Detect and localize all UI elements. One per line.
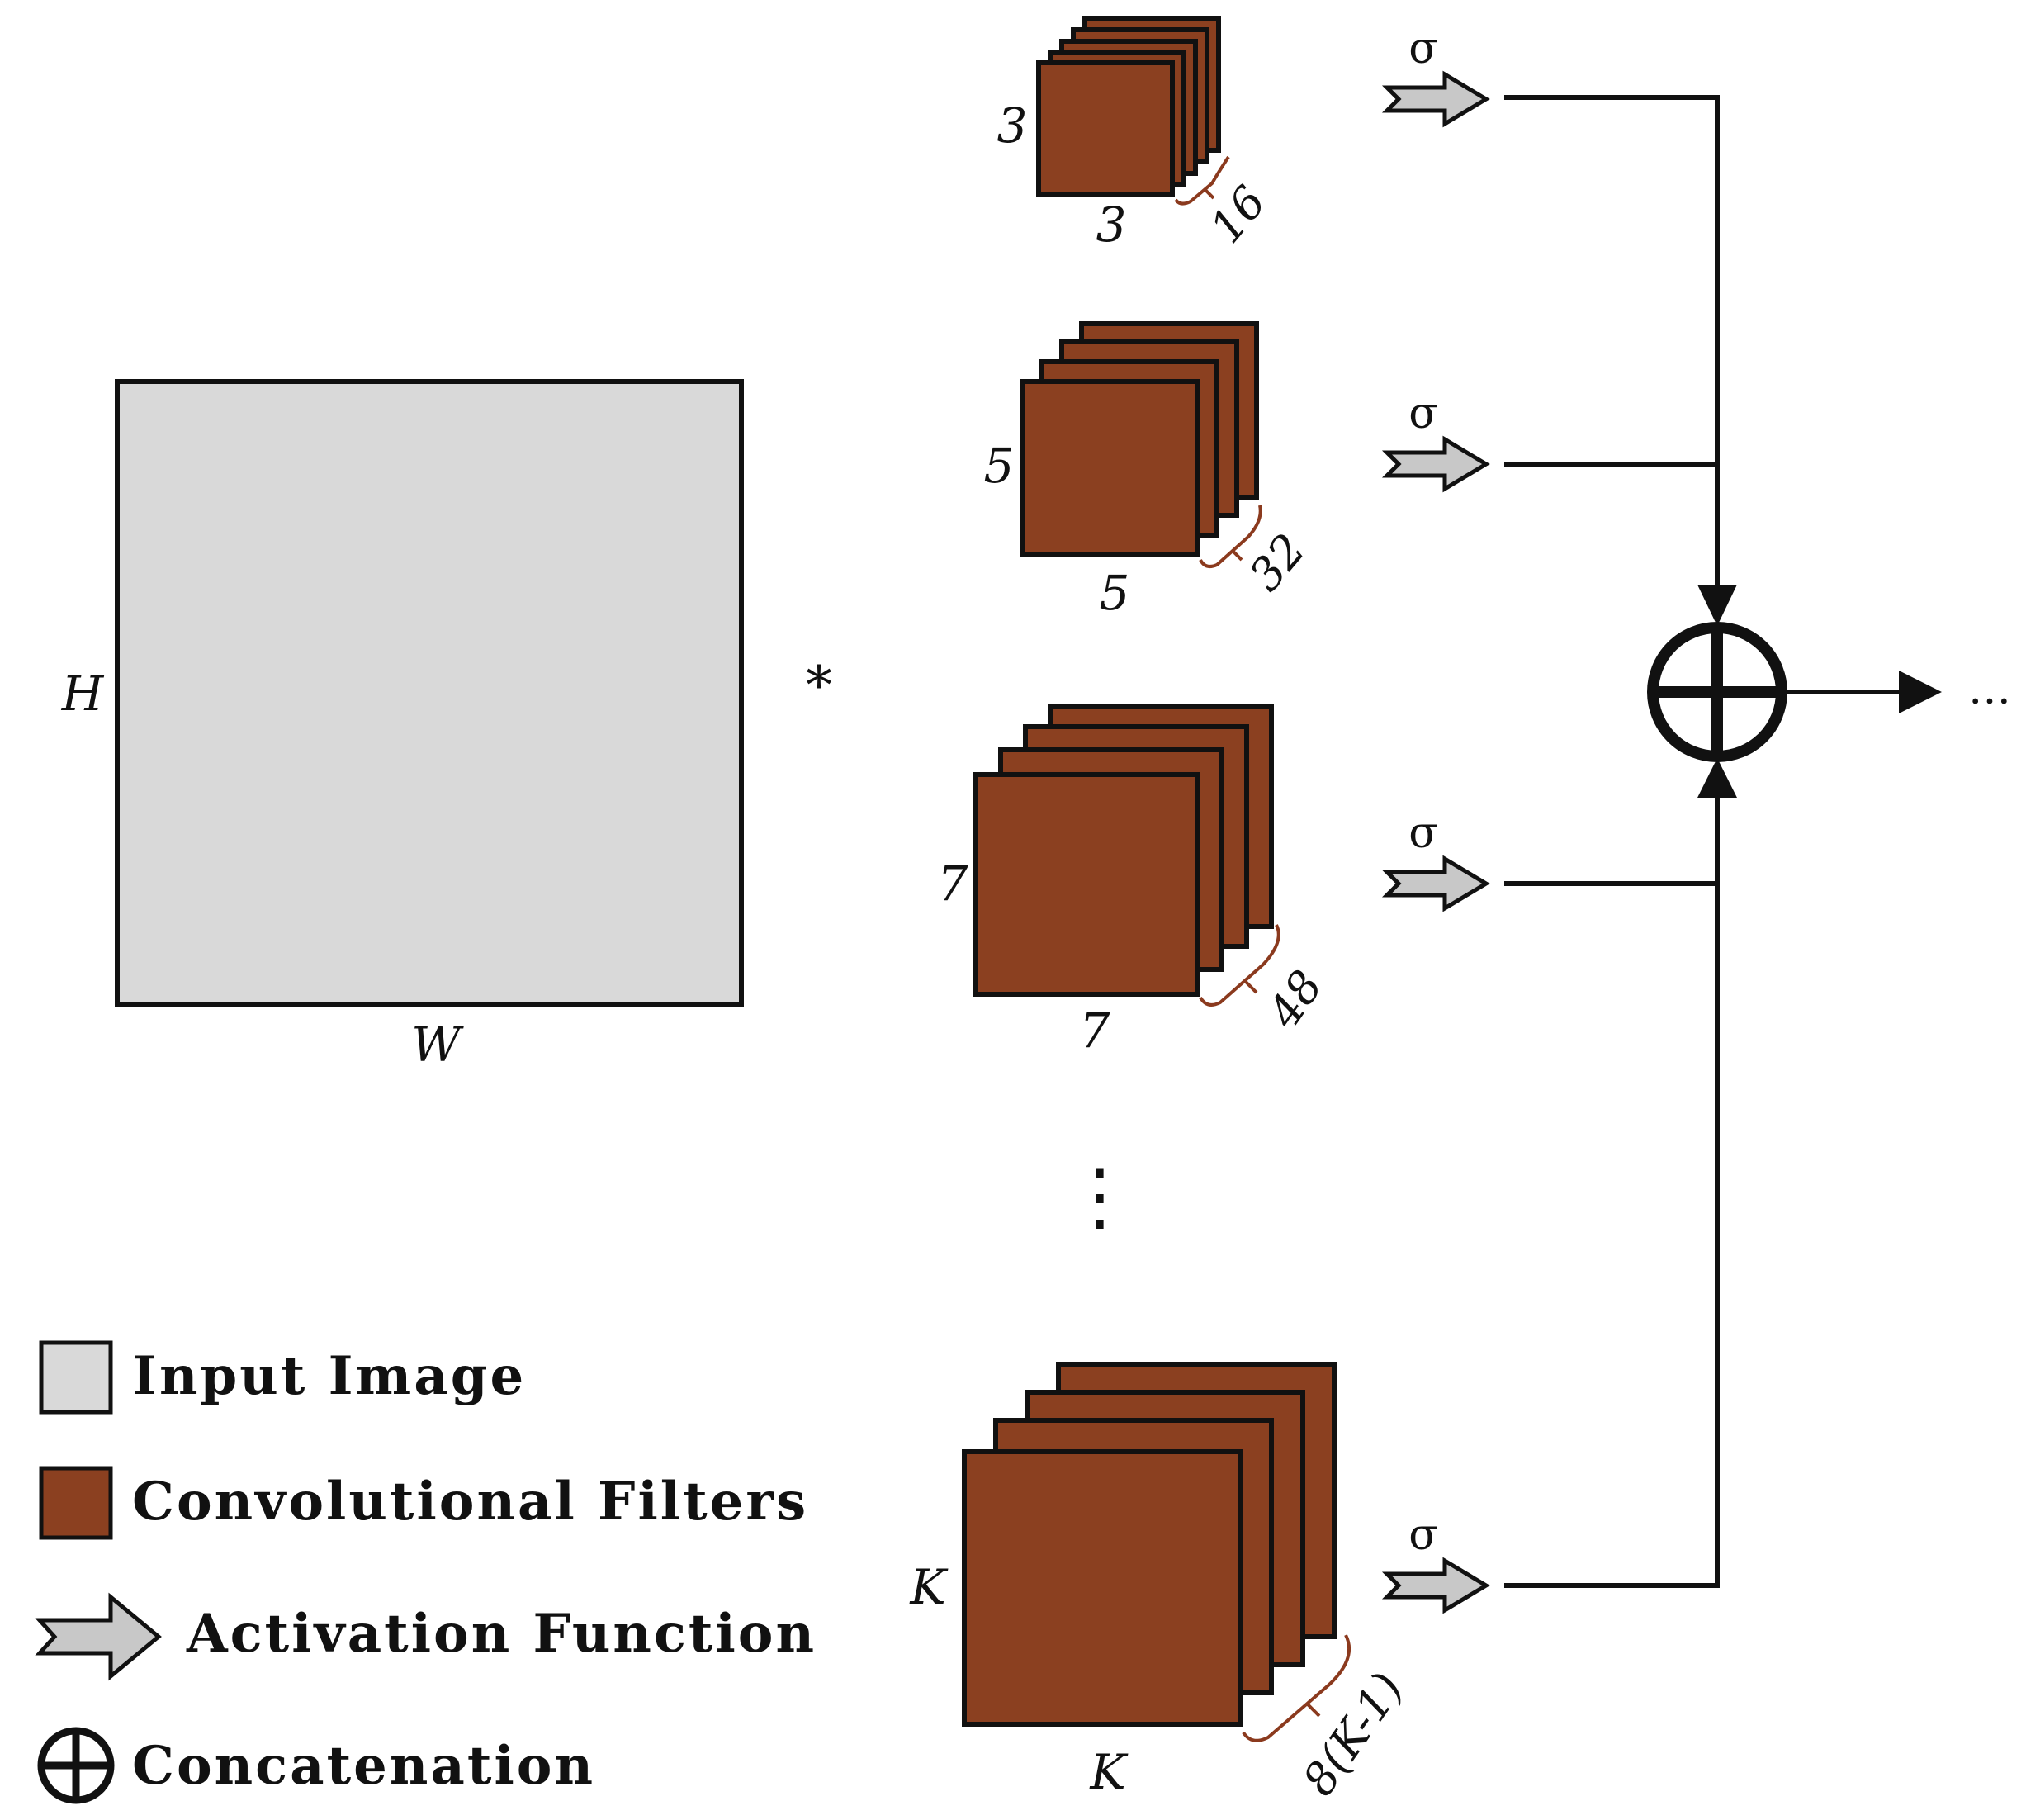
filter-side-label: K [909,1559,949,1615]
filter-count-brace [1174,155,1230,206]
activation-sigma-label: σ [1408,808,1438,858]
filter-group-5: 5 5 32 [984,321,1315,621]
legend-concat-icon [37,1727,115,1804]
connector-lines [1504,95,1907,1588]
legend-input-label: Input Image [132,1345,526,1407]
convolution-operator: * [806,656,832,717]
filter-side-label: 3 [997,97,1028,154]
legend-activation-label: Activation Function [186,1603,817,1665]
activation-arrow-icon [1381,1557,1490,1614]
activation-3: σ [1381,808,1490,912]
filter-bottom-label: K [1089,1744,1129,1800]
legend-filter-label: Convolutional Filters [132,1471,808,1533]
connector-line [1504,95,1720,595]
activation-sigma-label: σ [1408,1510,1438,1560]
filter-side-label: 7 [938,855,968,912]
input-width-label: W [411,1017,464,1073]
activation-arrow-icon [1381,435,1490,493]
filter-count-label: 16 [1200,176,1276,253]
filter-front [973,772,1200,997]
legend: Input Image Convolutional Filters Activa… [35,1340,817,1804]
input-image-rect [115,379,744,1007]
filter-side-label: 5 [984,438,1015,494]
input-height-label: H [61,666,105,722]
filter-front [1036,60,1175,197]
filter-group-7: 7 7 48 [938,704,1333,1059]
filter-bottom-label: 3 [1096,197,1127,253]
legend-concat-label: Concatenation [132,1735,595,1797]
filter-group-3: 3 3 16 [997,16,1276,253]
filter-bottom-label: 5 [1100,565,1130,621]
filter-front [962,1449,1243,1727]
activation-sigma-label: σ [1408,24,1438,73]
activation-4: σ [1381,1510,1490,1614]
filter-count-label: 8(K-1) [1293,1663,1414,1805]
legend-input-swatch [39,1340,113,1415]
filter-group-k: K K 8(K-1) [909,1362,1414,1805]
filter-bottom-label: 7 [1080,1002,1110,1059]
connector-line [1504,784,1720,1588]
activation-arrow-icon [1381,70,1490,128]
filter-front [1020,379,1200,557]
activation-1: σ [1381,24,1490,128]
concat-node [1647,622,1787,762]
filter-count-brace [1242,1634,1351,1742]
arrowhead-right-icon [1899,671,1942,713]
activation-2: σ [1381,389,1490,493]
filter-count-brace [1199,924,1280,1007]
arrowhead-up-icon [1697,758,1737,798]
filter-count-brace [1199,505,1262,568]
filter-count-label: 48 [1257,961,1333,1038]
legend-activation-arrow-icon [35,1592,162,1681]
activation-sigma-label: σ [1408,389,1438,438]
vertical-ellipsis: ⋮ [1063,1154,1137,1240]
arrowhead-down-icon [1697,585,1737,626]
activation-arrow-icon [1381,855,1490,912]
output-ellipsis: … [1968,665,2011,714]
legend-filter-swatch [39,1466,113,1540]
